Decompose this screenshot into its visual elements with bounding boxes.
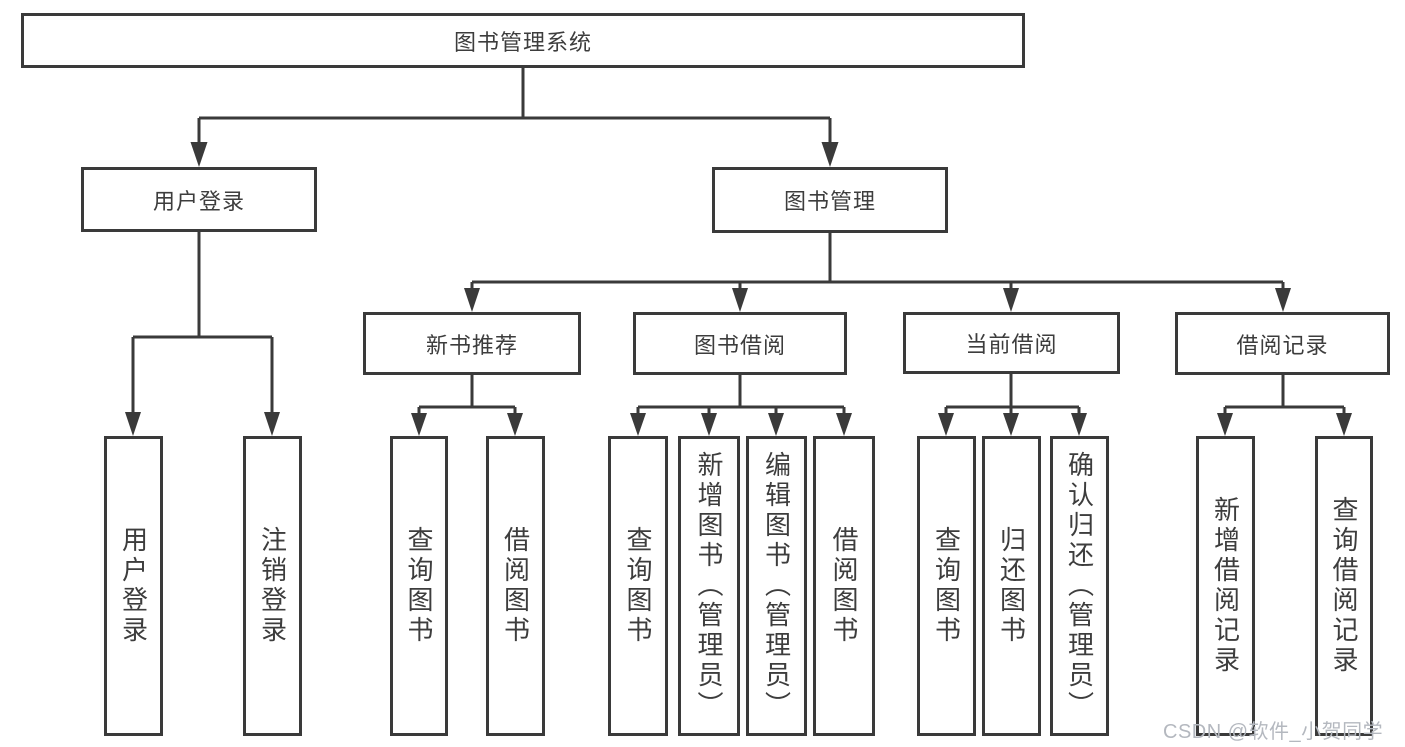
node-label: 确认归还（管理员） xyxy=(1064,451,1095,721)
node-book-borrowing: 图书借阅 xyxy=(633,312,847,375)
leaf-confirm-return-admin: 确认归还（管理员） xyxy=(1050,436,1109,736)
node-label: 查询图书 xyxy=(404,526,434,646)
node-label: 新增图书（管理员） xyxy=(694,451,724,721)
arrowhead-bb-add xyxy=(701,413,717,436)
node-borrowing-records: 借阅记录 xyxy=(1175,312,1390,375)
arrowhead-cb-confirm xyxy=(1071,413,1087,436)
leaf-current-query-books: 查询图书 xyxy=(917,436,976,736)
node-user-login: 用户登录 xyxy=(81,167,317,232)
arrowhead-book-borrowing xyxy=(732,288,748,312)
leaf-user-login: 用户登录 xyxy=(104,436,163,736)
node-book-management: 图书管理 xyxy=(712,167,948,233)
arrowhead-bb-edit xyxy=(768,413,784,436)
arrowhead-leaf-user-login xyxy=(125,412,141,436)
connector-user-login-to-leaves xyxy=(131,232,274,414)
connector-book-borrow-to-leaves xyxy=(636,375,846,416)
arrowhead-cb-query xyxy=(938,413,954,436)
leaf-borrow-query-books: 查询图书 xyxy=(608,436,668,736)
connector-current-borrow-to-leaves xyxy=(944,374,1081,416)
node-new-book-recommend: 新书推荐 xyxy=(363,312,581,375)
node-library-system: 图书管理系统 xyxy=(21,13,1025,68)
node-label: 用户登录 xyxy=(118,526,149,646)
node-label: 图书管理系统 xyxy=(453,29,592,55)
leaf-query-borrow-record: 查询借阅记录 xyxy=(1315,436,1373,736)
arrowhead-br-add xyxy=(1217,413,1233,436)
arrowhead-leaf-logout xyxy=(264,412,280,436)
node-label: 查询图书 xyxy=(931,526,962,646)
arrowhead-borrowing-records xyxy=(1275,288,1291,312)
node-label: 查询借阅记录 xyxy=(1329,496,1359,676)
node-label: 图书管理 xyxy=(783,189,876,214)
connector-new-book-to-leaves xyxy=(417,375,517,416)
node-label: 用户登录 xyxy=(152,188,245,214)
node-label: 编辑图书（管理员） xyxy=(761,451,792,721)
arrowhead-bb-query xyxy=(630,413,646,436)
leaf-edit-books-admin: 编辑图书（管理员） xyxy=(746,436,807,736)
arrowhead-book-management xyxy=(821,142,839,167)
leaf-add-borrow-record: 新增借阅记录 xyxy=(1196,436,1255,736)
csdn-watermark: CSDN @软件_小贺同学 xyxy=(1163,721,1384,743)
arrowhead-current-borrowing xyxy=(1003,288,1019,312)
node-label: 当前借阅 xyxy=(965,332,1058,357)
connector-root-to-level2 xyxy=(197,68,832,146)
node-label: 注销登录 xyxy=(257,526,288,646)
node-label: 借阅图书 xyxy=(500,526,531,646)
arrowhead-nb-query xyxy=(411,413,427,436)
node-label: 查询图书 xyxy=(623,526,653,646)
leaf-new-book-borrow-books: 借阅图书 xyxy=(486,436,545,736)
arrowhead-cb-return xyxy=(1003,413,1019,436)
arrowhead-bb-borrow xyxy=(836,413,852,436)
node-label: 借阅图书 xyxy=(829,526,859,646)
node-label: 新增借阅记录 xyxy=(1210,496,1241,676)
leaf-new-book-query-books: 查询图书 xyxy=(390,436,448,736)
leaf-add-books-admin: 新增图书（管理员） xyxy=(678,436,740,736)
connector-borrow-records-to-leaves xyxy=(1223,375,1346,416)
connector-book-management-to-level3 xyxy=(470,233,1285,292)
arrowhead-nb-borrow xyxy=(507,413,523,436)
arrowhead-br-query xyxy=(1336,413,1352,436)
node-label: 借阅记录 xyxy=(1236,332,1329,358)
arrowhead-user-login xyxy=(190,142,208,167)
node-label: 新书推荐 xyxy=(425,332,518,358)
leaf-borrow-borrow-books: 借阅图书 xyxy=(813,436,875,736)
arrowhead-new-book-recommend xyxy=(464,288,480,312)
node-label: 图书借阅 xyxy=(693,332,786,358)
leaf-return-books: 归还图书 xyxy=(982,436,1041,736)
leaf-logout: 注销登录 xyxy=(243,436,302,736)
node-current-borrowing: 当前借阅 xyxy=(903,312,1120,374)
node-label: 归还图书 xyxy=(996,526,1027,646)
